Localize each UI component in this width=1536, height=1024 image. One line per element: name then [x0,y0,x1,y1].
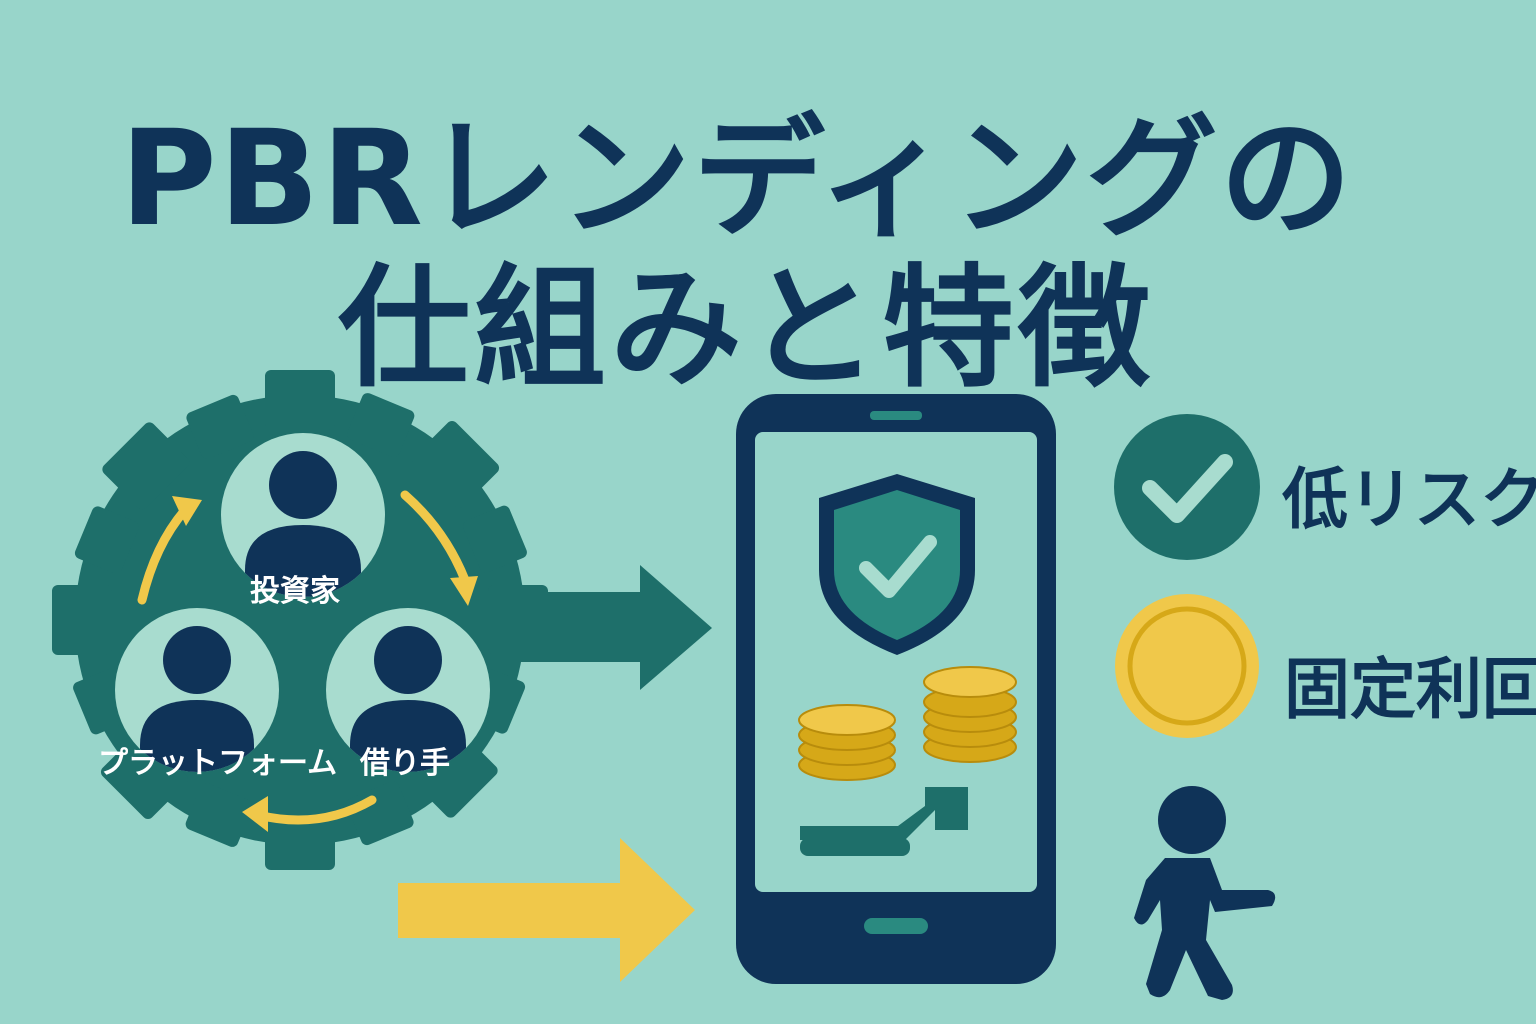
person-icon [245,451,361,597]
coin-stack-icon [798,704,896,781]
page-title-line-1: PBRレンディングの [120,102,1354,256]
check-circle-icon [1114,414,1260,560]
borrower-node [326,608,490,772]
chart-arrow-icon [800,787,968,856]
platform-node [115,608,279,772]
feature-fixed-return-label: 固定利回 [1284,651,1536,728]
person-icon [140,626,254,772]
right-arrow-icon [510,565,712,690]
borrower-label: 借り手 [360,746,450,781]
feature-low-risk-label: 低リスク [1282,461,1536,538]
cycle-arrow-icon [137,490,470,825]
platform-label: プラットフォーム [98,746,338,781]
person-icon [350,626,466,772]
investor-label: 投資家 [250,574,340,609]
walking-person-icon [1134,786,1276,1000]
investor-node [221,433,385,597]
right-arrow-icon [398,838,695,982]
shield-check-icon [819,474,975,655]
coin-stack-icon [923,666,1017,763]
cycle-arrowheads [172,496,478,832]
coin-icon [1115,594,1259,738]
page-title-line-2: 仕組みと特徴 [338,252,1154,406]
